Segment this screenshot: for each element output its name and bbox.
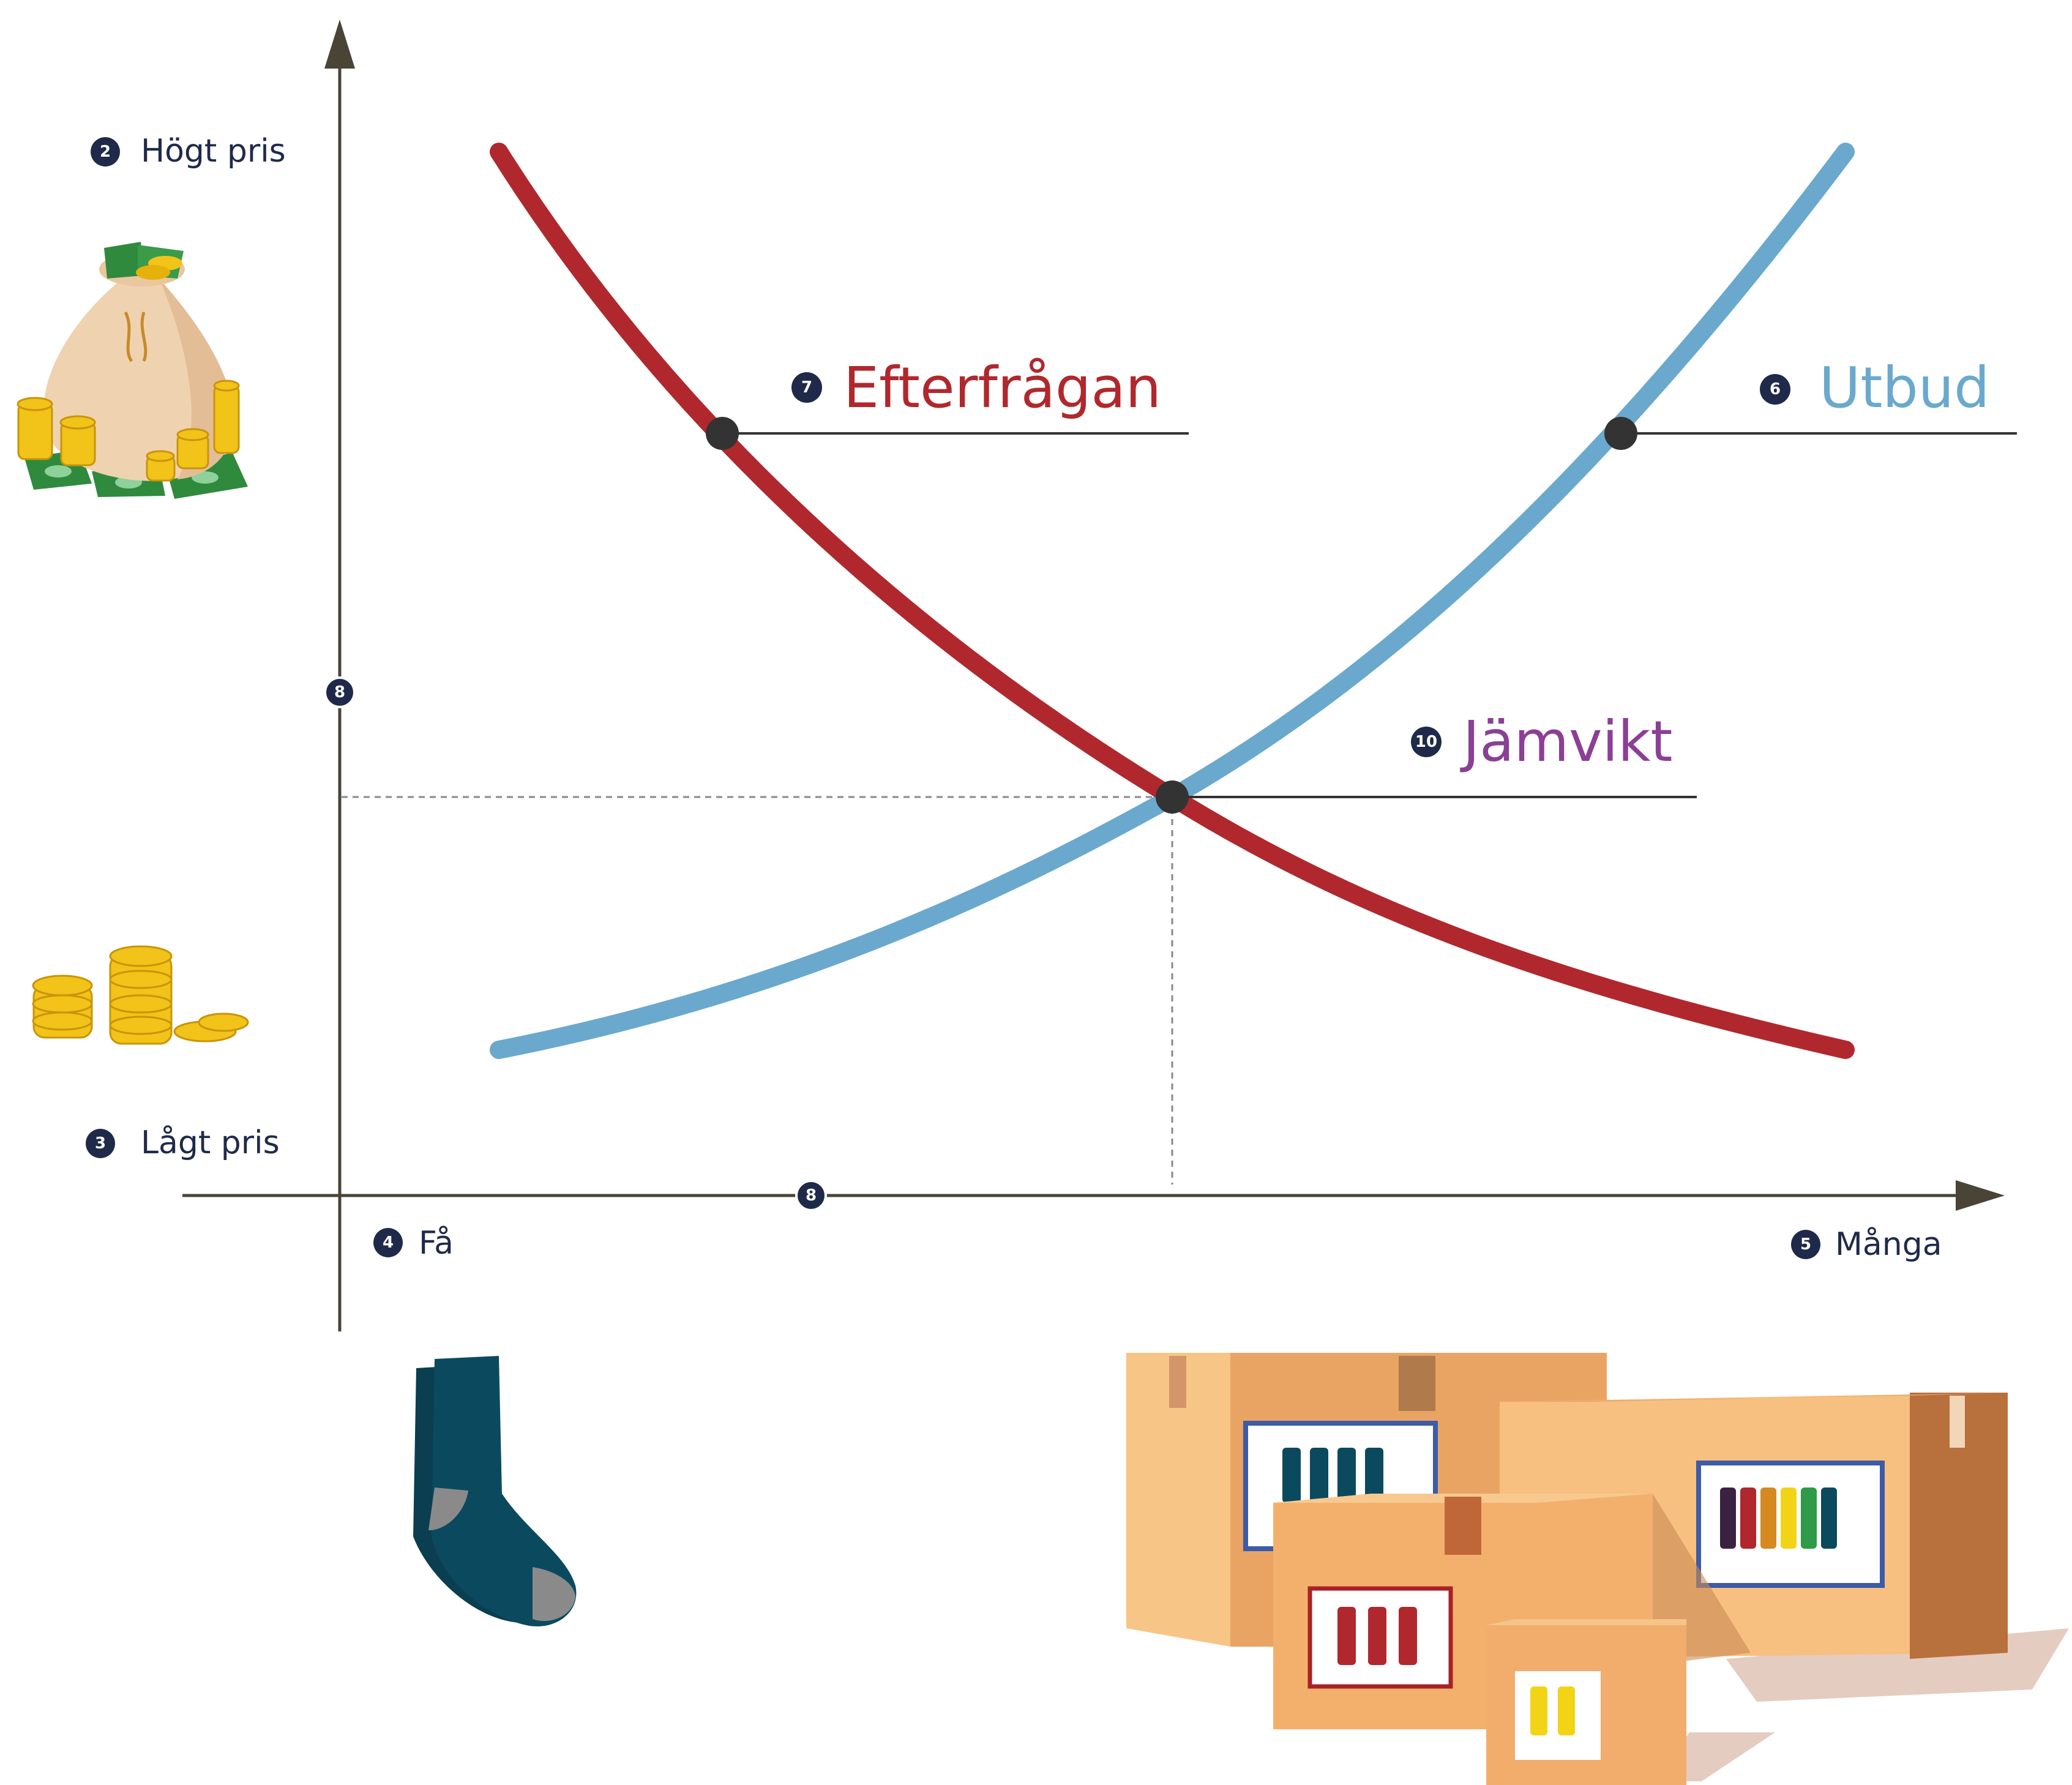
demand-badge-number: 7 xyxy=(801,378,812,397)
y-axis-labels: 2 Högt pris 3 Lågt pris 8 xyxy=(86,133,356,1161)
high-price-badge xyxy=(91,137,120,167)
few-badge xyxy=(373,1228,403,1257)
boxes-of-socks-icon xyxy=(1126,1353,2069,1785)
supply-label: Utbud xyxy=(1819,355,1990,421)
demand-badge xyxy=(791,372,822,403)
equilibrium-label: Jämvikt xyxy=(1460,709,1672,774)
equilibrium-label-group: 10 Jämvikt xyxy=(1411,709,1672,774)
demand-label-group: 7 Efterfrågan xyxy=(791,355,1161,421)
x-axis-mid-badge-number: 8 xyxy=(806,1186,817,1205)
supply-badge-number: 6 xyxy=(1770,380,1781,399)
sock-icon xyxy=(413,1356,577,1626)
demand-curve xyxy=(490,143,1855,1059)
few-label: Få xyxy=(419,1225,454,1262)
equilibrium-badge xyxy=(1411,727,1442,757)
y-axis-arrow xyxy=(324,20,355,69)
x-axis-labels: 4 Få 5 Många 8 xyxy=(373,1180,1942,1263)
many-badge xyxy=(1791,1230,1820,1259)
low-price-badge xyxy=(86,1129,115,1158)
money-bag-icon xyxy=(17,242,248,499)
y-axis-mid-badge xyxy=(324,676,356,708)
high-price-badge-number: 2 xyxy=(100,143,111,161)
supply-point xyxy=(1604,417,1637,450)
demand-label: Efterfrågan xyxy=(843,355,1161,421)
equilibrium-badge-number: 10 xyxy=(1415,733,1437,751)
demand-point xyxy=(706,417,739,450)
equilibrium-point xyxy=(1156,780,1189,814)
many-label: Många xyxy=(1835,1226,1942,1263)
many-badge-number: 5 xyxy=(1800,1235,1811,1254)
low-price-label: Lågt pris xyxy=(141,1125,280,1161)
few-badge-number: 4 xyxy=(383,1233,394,1252)
coins-icon xyxy=(32,945,249,1045)
supply-curve xyxy=(490,143,1855,1059)
supply-label-group: 6 Utbud xyxy=(1760,355,1990,421)
x-axis-mid-badge xyxy=(795,1180,827,1211)
axes xyxy=(182,20,2005,1331)
high-price-label: Högt pris xyxy=(141,133,286,170)
x-axis-arrow xyxy=(1956,1180,2005,1211)
equilibrium-guides xyxy=(342,796,1173,1184)
low-price-badge-number: 3 xyxy=(95,1134,106,1153)
y-axis-mid-badge-number: 8 xyxy=(334,683,345,702)
supply-badge xyxy=(1760,374,1790,405)
leader-lines xyxy=(722,432,2017,798)
